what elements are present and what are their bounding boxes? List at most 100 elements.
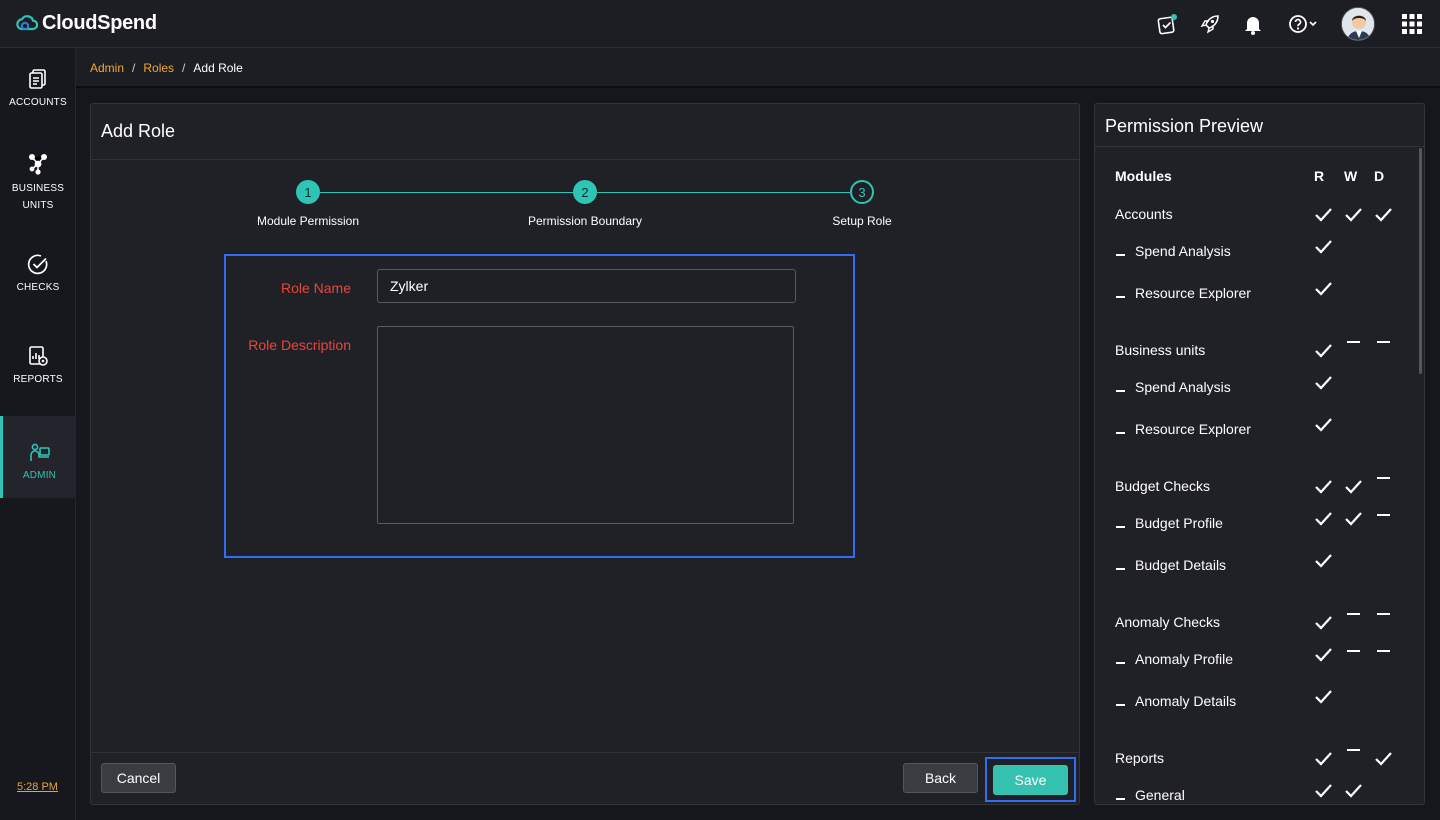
step-1-circle[interactable]: 1 — [296, 180, 320, 204]
no-permission-dash — [1347, 341, 1360, 343]
check-icon — [1315, 784, 1332, 798]
sidebar-item-label: ACCOUNTS — [9, 97, 67, 108]
submodule-name: Resource Explorer — [1135, 285, 1251, 301]
rocket-icon[interactable] — [1198, 12, 1222, 36]
scrollbar[interactable] — [1419, 148, 1422, 374]
sidebar-item-label: ADMIN — [22, 470, 57, 481]
cancel-button[interactable]: Cancel — [101, 763, 176, 793]
sidebar-item-accounts[interactable]: ACCOUNTS — [0, 68, 76, 111]
module-name: Reports — [1115, 750, 1165, 766]
breadcrumb: Admin / Roles / Add Role — [90, 61, 243, 75]
submodule-dash — [1116, 568, 1125, 570]
submodule-name: Budget Details — [1135, 557, 1227, 573]
save-button-focus-ring: Save — [985, 757, 1076, 802]
role-description-label: Role Description — [248, 337, 351, 353]
module-name: Budget Checks — [1115, 478, 1210, 494]
task-check-icon[interactable] — [1155, 12, 1179, 36]
role-name-label: Role Name — [280, 280, 351, 296]
step-3-circle[interactable]: 3 — [850, 180, 874, 204]
step-connector — [597, 192, 850, 193]
check-icon — [1315, 376, 1332, 390]
no-permission-dash — [1377, 514, 1390, 516]
checks-icon — [27, 254, 48, 275]
sidebar-item-label: BUSINESS UNITS — [11, 183, 65, 211]
divider — [1095, 146, 1424, 147]
help-icon[interactable] — [1287, 12, 1321, 36]
role-name-input[interactable] — [377, 269, 796, 303]
check-icon — [1345, 208, 1362, 222]
submodule-name: Spend Analysis — [1135, 243, 1231, 259]
submodule-dash — [1116, 296, 1125, 298]
top-bar: CloudSpend — [0, 0, 1440, 48]
no-permission-dash — [1377, 477, 1390, 479]
check-icon — [1345, 784, 1362, 798]
avatar[interactable] — [1341, 7, 1375, 41]
no-permission-dash — [1377, 341, 1390, 343]
no-permission-dash — [1377, 650, 1390, 652]
submodule-dash — [1116, 432, 1125, 434]
sidebar: ACCOUNTS BUSINESS UNITS CHECKS REPORTS — [0, 48, 76, 820]
step-3-label: Setup Role — [832, 214, 892, 228]
check-icon — [1345, 512, 1362, 526]
breadcrumb-current: Add Role — [193, 61, 243, 75]
reports-icon — [29, 346, 48, 366]
role-description-textarea[interactable]: zylker role — [377, 326, 794, 524]
submodule-name: Resource Explorer — [1135, 421, 1251, 437]
bell-icon[interactable] — [1241, 12, 1265, 36]
breadcrumb-separator: / — [182, 61, 186, 75]
admin-icon — [29, 443, 50, 461]
submodule-dash — [1116, 662, 1125, 664]
clock[interactable]: 5:28 PM — [17, 781, 58, 793]
check-icon — [1315, 480, 1332, 494]
check-icon — [1315, 418, 1332, 432]
sidebar-item-admin[interactable]: ADMIN — [0, 416, 76, 498]
cloud-logo-icon — [16, 14, 38, 30]
submodule-dash — [1116, 254, 1125, 256]
sidebar-item-checks[interactable]: CHECKS — [0, 253, 76, 296]
check-icon — [1315, 512, 1332, 526]
breadcrumb-admin[interactable]: Admin — [90, 61, 125, 75]
sidebar-item-business-units[interactable]: BUSINESS UNITS — [0, 152, 76, 214]
check-icon — [1315, 282, 1332, 296]
submodule-dash — [1116, 526, 1125, 528]
sidebar-item-label: REPORTS — [13, 374, 63, 385]
sidebar-item-reports[interactable]: REPORTS — [0, 345, 76, 388]
check-icon — [1315, 240, 1332, 254]
permission-preview-title: Permission Preview — [1105, 116, 1264, 136]
submodule-name: Anomaly Details — [1135, 693, 1237, 709]
step-1-label: Module Permission — [256, 214, 360, 228]
check-icon — [1315, 752, 1332, 766]
page-title: Add Role — [101, 121, 176, 141]
submodule-name: Spend Analysis — [1135, 379, 1231, 395]
column-header-read: R — [1314, 168, 1325, 184]
submodule-name: General — [1135, 787, 1185, 803]
stepper: 1 Module Permission 2 Permission Boundar… — [241, 180, 892, 230]
breadcrumb-bar: Admin / Roles / Add Role — [76, 48, 1440, 88]
check-icon — [1375, 752, 1392, 766]
column-header-write: W — [1344, 168, 1358, 184]
module-name: Business units — [1115, 342, 1206, 358]
role-form: Role Name Role Description zylker role — [224, 254, 855, 558]
app-grid-icon[interactable] — [1400, 12, 1424, 36]
submodule-dash — [1116, 704, 1125, 706]
logo[interactable]: CloudSpend — [16, 12, 157, 35]
step-2-label: Permission Boundary — [527, 214, 643, 228]
step-2-circle[interactable]: 2 — [573, 180, 597, 204]
accounts-icon — [29, 69, 46, 89]
business-units-icon — [29, 154, 47, 175]
submodule-name: Budget Profile — [1135, 515, 1223, 531]
back-button[interactable]: Back — [903, 763, 978, 793]
no-permission-dash — [1347, 650, 1360, 652]
submodule-name: Anomaly Profile — [1135, 651, 1234, 667]
add-role-panel: Add Role 1 Module Permission 2 Permissio… — [90, 103, 1080, 805]
column-header-delete: D — [1374, 168, 1385, 184]
column-header-modules: Modules — [1115, 168, 1172, 184]
breadcrumb-roles[interactable]: Roles — [143, 61, 175, 75]
check-icon — [1315, 648, 1332, 662]
save-button[interactable]: Save — [993, 765, 1068, 795]
check-icon — [1315, 344, 1332, 358]
check-icon — [1345, 480, 1362, 494]
module-name: Accounts — [1115, 206, 1173, 222]
sidebar-item-label: CHECKS — [16, 282, 60, 293]
no-permission-dash — [1377, 613, 1390, 615]
